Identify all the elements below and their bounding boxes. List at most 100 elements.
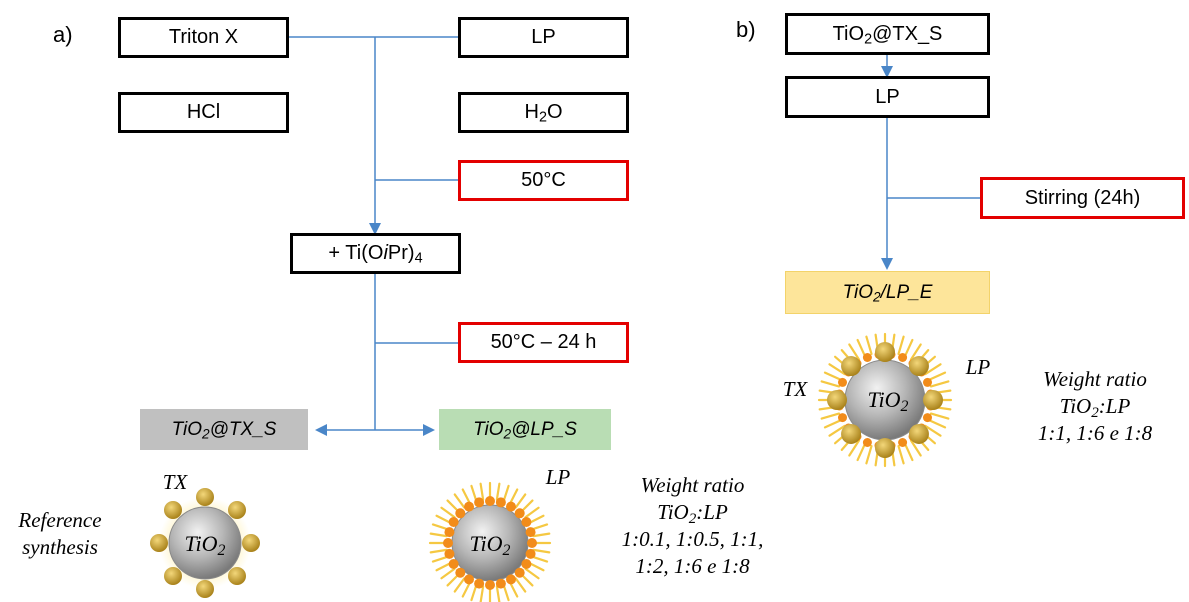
lp-tail	[431, 555, 450, 563]
lp-tail	[524, 567, 540, 580]
weight-ratio-title-a: Weight ratio	[640, 473, 745, 497]
mixed-tx-bead	[875, 438, 895, 458]
mixed-tx-bead	[841, 423, 862, 444]
output-tio2-lp-e: TiO2/LP_E	[785, 271, 990, 314]
mixed-tail	[929, 380, 950, 388]
lp-tail	[429, 532, 448, 538]
bead-a3	[242, 534, 260, 552]
weight-ratio-a: Weight ratio TiO2:LP 1:0.1, 1:0.5, 1:1, …	[590, 472, 795, 580]
weight-ratio-values-a1: 1:0.1, 1:0.5, 1:1,	[621, 527, 764, 551]
lp-particle-group-a	[428, 481, 552, 602]
lp-head	[514, 567, 525, 578]
weight-ratio-b: Weight ratio TiO2:LP 1:1, 1:6 e 1:8	[1010, 366, 1180, 447]
lp-head	[464, 574, 474, 585]
lp-head	[474, 497, 485, 508]
mixed-lp-head	[922, 377, 932, 387]
lp-head	[521, 517, 532, 527]
temperature-box-1: 50°C	[458, 160, 629, 201]
lp-head	[444, 548, 455, 559]
lp-tail	[429, 548, 448, 554]
lp-head	[448, 517, 459, 527]
lp-head	[485, 496, 495, 506]
lp-box-b: LP	[785, 76, 990, 118]
lp-head	[525, 548, 536, 559]
lp-tail	[440, 506, 456, 519]
mixed-tail	[856, 338, 867, 358]
hcl-box: HCl	[118, 92, 289, 133]
lp-label-b: LP	[965, 355, 991, 379]
tio2-tx-s-start-text: TiO2@TX_S	[832, 22, 943, 48]
mixed-tail	[823, 371, 843, 382]
mixed-tail	[924, 363, 942, 376]
mixed-tx-bead	[841, 356, 862, 377]
lp-head	[474, 578, 485, 589]
lp-head	[443, 538, 453, 548]
bead-a4	[228, 567, 246, 585]
lp-head	[506, 501, 516, 512]
lp-tail	[495, 585, 501, 602]
mixed-tail	[820, 380, 841, 388]
lp-tail	[479, 482, 485, 501]
mixed-lp-head	[922, 413, 932, 423]
tio2-tx-s-start-box: TiO2@TX_S	[785, 13, 990, 55]
mixed-tail	[903, 338, 914, 358]
mixed-tail	[848, 343, 861, 361]
lp-head	[485, 580, 495, 590]
bead-a7	[150, 534, 168, 552]
mixed-tx-bead	[875, 342, 895, 362]
water-box: H2O	[458, 92, 629, 133]
stirring-box: Stirring (24h)	[980, 177, 1185, 219]
mixed-tail	[909, 343, 922, 361]
lp-tail	[470, 484, 478, 503]
mixed-lp-head	[898, 353, 908, 363]
lp-tail	[502, 484, 510, 503]
mixed-tail	[903, 442, 914, 462]
mixed-tail	[865, 444, 873, 465]
lp-head	[506, 574, 516, 585]
lp-tail	[495, 482, 501, 501]
weight-ratio-values-a2: 1:2, 1:6 e 1:8	[635, 554, 750, 578]
lp-tail	[532, 548, 551, 554]
tio2-core-label-a: TiO2	[184, 531, 226, 559]
lp-head	[527, 538, 537, 548]
mixed-tail	[820, 412, 841, 420]
lp-tail	[431, 523, 450, 531]
lp-head	[495, 497, 506, 508]
lp-tail	[453, 577, 466, 593]
bead-a8	[164, 501, 182, 519]
weight-ratio-formula-a: TiO2:LP	[657, 500, 728, 527]
lp-tail	[479, 585, 485, 602]
lp-tail	[508, 581, 519, 598]
lp-head	[495, 578, 506, 589]
lp-tail	[435, 561, 452, 572]
bead-a5	[196, 580, 214, 598]
mixed-tail	[924, 424, 942, 437]
mixed-tail	[848, 439, 861, 457]
mixed-tail	[909, 439, 922, 457]
lp-box: LP	[458, 17, 629, 58]
mixed-tail	[897, 335, 905, 356]
lp-head	[444, 527, 455, 538]
water-text: H2O	[524, 101, 563, 126]
titanium-precursor-text: + Ti(OiPr)4	[328, 242, 423, 267]
panel-b-label: b)	[736, 17, 756, 42]
mixed-particle-group-b	[817, 332, 953, 468]
mixed-tail	[897, 444, 905, 465]
mixed-lp-head	[838, 377, 848, 387]
mixed-tail	[927, 418, 947, 429]
mixed-tx-bead	[908, 356, 929, 377]
bead-a6	[164, 567, 182, 585]
mixed-lp-head	[838, 413, 848, 423]
lp-tail	[470, 583, 478, 602]
output-tio2-lp-s-label: TiO2@LP_S	[473, 418, 577, 441]
bead-a2	[228, 501, 246, 519]
lp-tail	[453, 493, 466, 509]
lp-tail	[461, 581, 472, 598]
output-tio2-lp-s: TiO2@LP_S	[439, 409, 611, 450]
mixed-tx-bead	[827, 390, 847, 410]
titanium-precursor-box: + Ti(OiPr)4	[290, 233, 461, 274]
tio2-core-label-lp: TiO2	[469, 531, 511, 559]
